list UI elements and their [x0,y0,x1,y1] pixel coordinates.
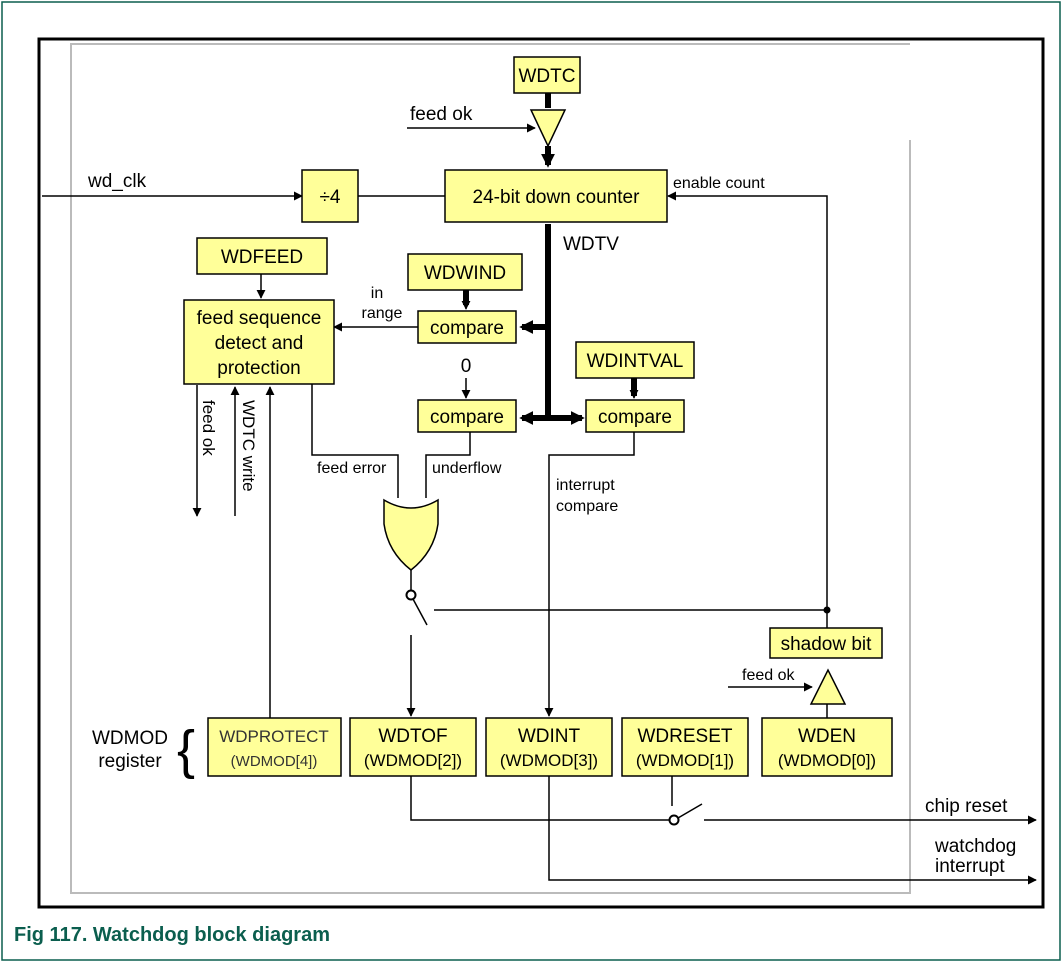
compare-wind-label: compare [430,318,504,339]
zero-label: 0 [461,356,472,377]
wdtof-name: WDTOF [378,726,447,747]
wdwind-label: WDWIND [424,263,506,284]
feed-ok-shadow-label: feed ok [742,667,795,684]
wdfeed-label: WDFEED [221,247,303,268]
or-gate [383,498,439,571]
wdmod-label-line-2: register [98,751,162,772]
wdtv-label: WDTV [563,234,619,255]
wdmod-bit-wdtof [349,717,477,777]
wdmod-label-line-1: WDMOD [92,728,168,749]
interrupt-compare-line-2: compare [556,498,618,515]
shadow-bit-label: shadow bit [781,634,873,655]
shadow-latch-triangle [809,668,847,705]
feed-ok-top-label: feed ok [410,104,473,125]
compare-int-label: compare [598,407,672,428]
compare-wind-block [417,310,517,344]
wdprotect-name: WDPROTECT [219,727,329,746]
wdmod-bit-wden [761,717,893,777]
wden-field: (WDMOD[0]) [778,751,876,770]
wdtc-block [513,56,581,94]
wdtc-label: WDTC [519,66,576,87]
divider-block [301,169,359,223]
in-range-line-1: in [371,285,383,302]
figure-caption: Fig 117. Watchdog block diagram [14,924,330,946]
underflow-label: underflow [432,460,502,477]
feed-error-label: feed error [317,460,387,477]
watchdog-interrupt-line-1: watchdog [934,836,1016,857]
wdtof-field: (WDMOD[2]) [364,751,462,770]
wdmod-bit-wdprotect [207,717,342,777]
wdintval-block [575,341,695,379]
feed-seq-block [183,299,335,385]
enable-switch [405,589,417,601]
inner-gray-frame [70,43,911,894]
in-range-line-2: range [362,305,403,322]
wdfeed-block [196,237,328,275]
interrupt-compare-line-1: interrupt [556,477,615,494]
wdreset-name: WDRESET [638,726,733,747]
wdint-field: (WDMOD[3]) [500,751,598,770]
wdmod-bit-wdint [485,717,613,777]
feed-seq-line-3: protection [217,358,300,379]
wd-clk-label: wd_clk [87,171,147,192]
diagram-border [37,37,1045,909]
enable-count-label: enable count [673,175,765,192]
wdint-name: WDINT [518,726,581,747]
wden-name: WDEN [798,726,856,747]
watchdog-interrupt-line-2: interrupt [935,856,1005,877]
divider-label: ÷4 [320,187,341,208]
wdtc-latch-triangle [529,109,567,148]
wdtc-write-label: WDTC write [239,400,258,492]
bus-lines [463,91,637,425]
compare-int-block [585,399,685,433]
chip-reset-label: chip reset [925,796,1008,817]
reset-switch [668,814,680,826]
feed-ok-vertical-label: feed ok [199,400,218,456]
junction-dot [823,606,831,614]
compare-zero-block [417,399,517,433]
feed-seq-line-2: detect and [215,333,304,354]
shadow-bit-block [769,627,883,659]
counter-label: 24-bit down counter [473,187,641,208]
wdintval-label: WDINTVAL [587,351,684,372]
wdmod-brace: { [177,720,195,780]
wdmod-bit-wdreset [621,717,749,777]
wdprotect-field: (WDMOD[4]) [231,753,318,770]
counter-block [444,169,668,223]
compare-zero-label: compare [430,407,504,428]
feed-seq-line-1: feed sequence [197,308,322,329]
connections [42,123,1037,885]
wdwind-block [407,253,523,291]
wdreset-field: (WDMOD[1]) [636,751,734,770]
